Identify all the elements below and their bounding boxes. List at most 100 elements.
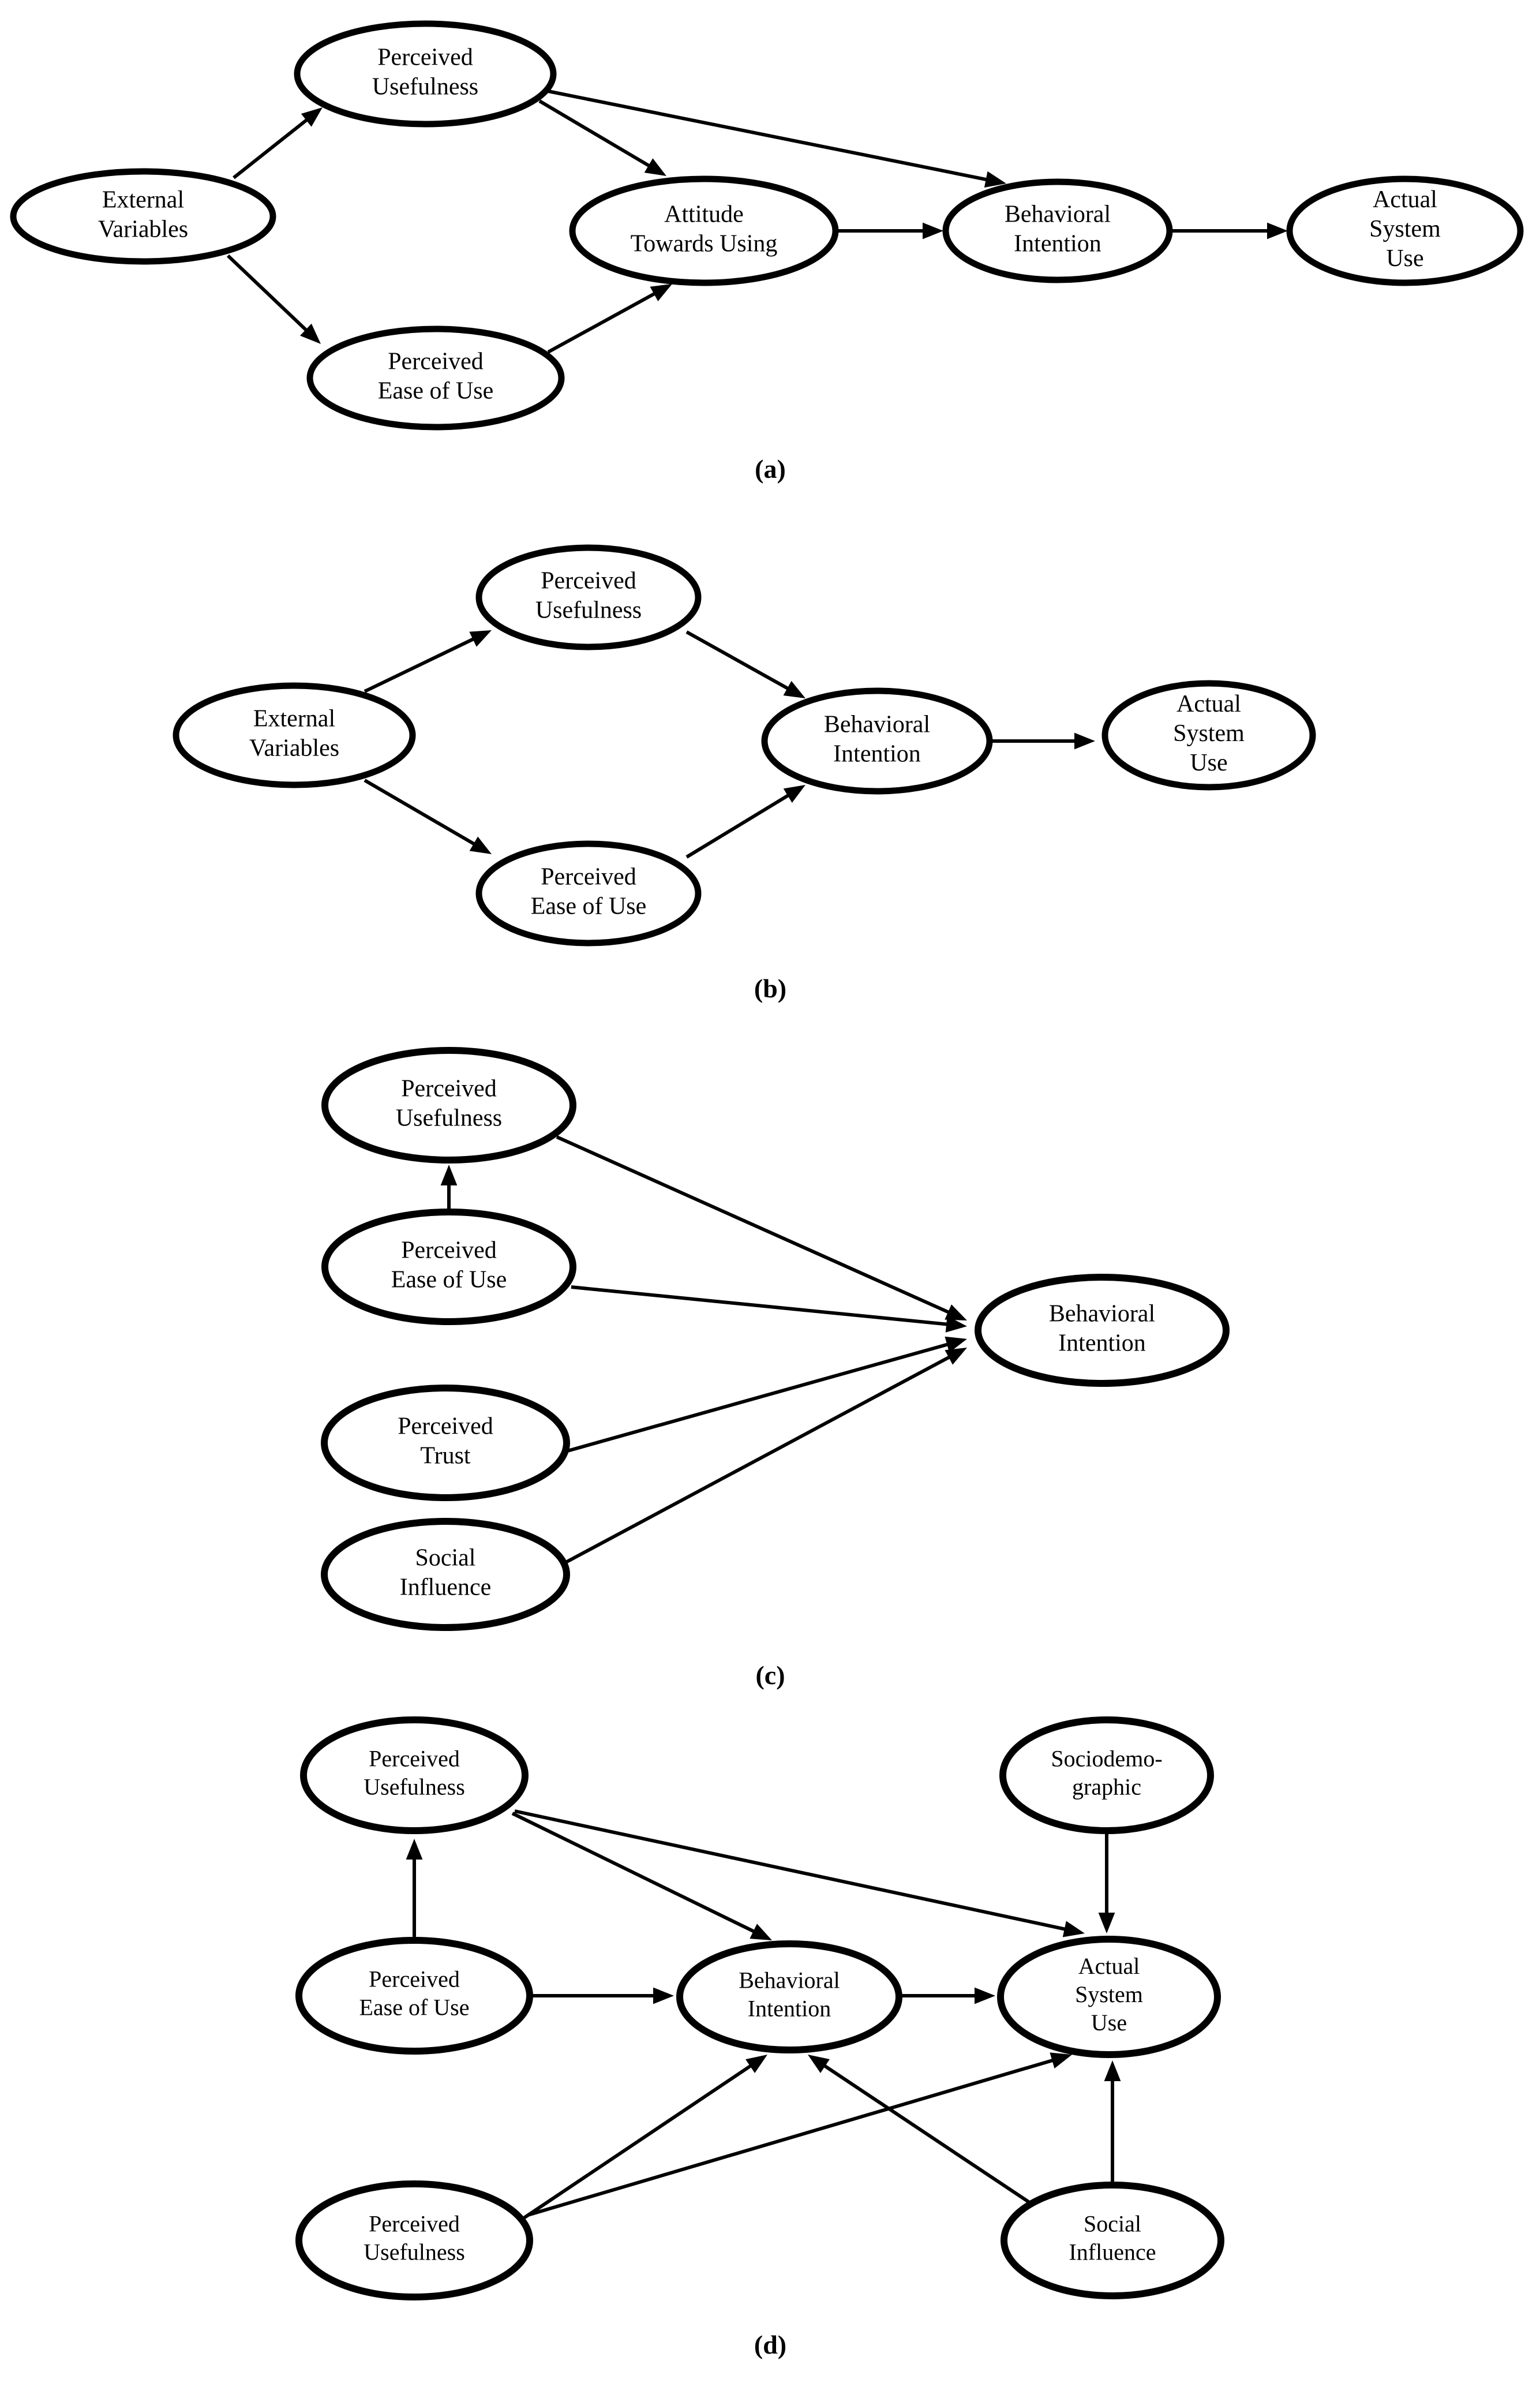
node-shape — [294, 20, 557, 128]
edge-line — [364, 635, 479, 693]
node-shape — [475, 544, 702, 650]
edge-pu_top-to-bi — [511, 1812, 772, 1940]
panel-caption-c: (c) — [755, 1660, 785, 1690]
edge-line — [685, 630, 793, 693]
arrow-head — [440, 1165, 458, 1185]
edge-sd-to-asu — [1098, 1832, 1115, 1933]
arrow-head — [945, 1336, 967, 1353]
node-shape — [321, 1518, 570, 1631]
panel-caption-b: (b) — [754, 974, 787, 1003]
edge-line — [685, 791, 794, 859]
node-shape — [761, 687, 993, 795]
edge-peu-to-bi — [685, 785, 805, 859]
edge-line — [547, 289, 660, 354]
edge-line — [556, 1135, 954, 1316]
arrow-head — [783, 680, 805, 698]
edge-line — [538, 99, 655, 170]
edge-peu-to-bi — [571, 1285, 967, 1333]
arrow-head — [975, 1987, 995, 2004]
edge-line — [561, 1353, 955, 1566]
node-shape — [1001, 2182, 1224, 2299]
arrow-head — [945, 1348, 967, 1365]
node-sd[interactable]: Sociodemo-graphic — [999, 1716, 1214, 1834]
node-shape — [300, 1716, 529, 1834]
arrow-head — [301, 107, 323, 127]
edge-line — [514, 1809, 1071, 1932]
edge-pt-to-bi — [565, 1336, 967, 1453]
edge-pu-to-bi — [685, 630, 805, 698]
edge-peu-to-bi — [531, 1987, 674, 2004]
arrow-head — [1267, 222, 1288, 240]
arrow-head — [923, 222, 943, 240]
node-shape — [295, 2180, 533, 2300]
node-shape — [321, 1047, 576, 1164]
edge-pu_bot-to-bi — [521, 2055, 767, 2221]
arrow-head — [1074, 732, 1095, 750]
arrow-head — [644, 158, 666, 176]
node-shape — [306, 326, 565, 431]
edge-peu-to-atu — [547, 284, 672, 354]
node-shape — [1101, 680, 1316, 791]
edge-ev-to-peu — [364, 779, 492, 854]
edge-ev-to-pu — [364, 630, 492, 693]
node-shape — [475, 840, 702, 947]
edge-pu_bot-to-asu — [527, 2052, 1072, 2217]
arrow-head — [945, 1316, 967, 1333]
edge-line — [819, 2061, 1034, 2206]
edge-bi-to-asu — [1171, 222, 1288, 240]
edge-layer — [440, 1135, 967, 1566]
edge-line — [511, 1812, 760, 1936]
edge-line — [364, 779, 480, 848]
edge-line — [233, 115, 312, 179]
arrow-head — [745, 2055, 767, 2074]
node-shape — [997, 1936, 1221, 2058]
edge-bi-to-asu — [991, 732, 1095, 750]
arrow-head — [299, 323, 321, 344]
edge-peu-to-pu — [440, 1165, 458, 1212]
arrow-head — [653, 1987, 674, 2004]
edge-line — [226, 254, 312, 335]
edge-si-to-bi — [808, 2055, 1034, 2206]
arrow-head — [750, 1924, 772, 1940]
node-shape — [676, 1940, 902, 2053]
node-shape — [295, 1937, 533, 2055]
node-label: Sociodemo-graphic — [1051, 1746, 1162, 1800]
edge-peu-to-pu_top — [406, 1839, 423, 1938]
